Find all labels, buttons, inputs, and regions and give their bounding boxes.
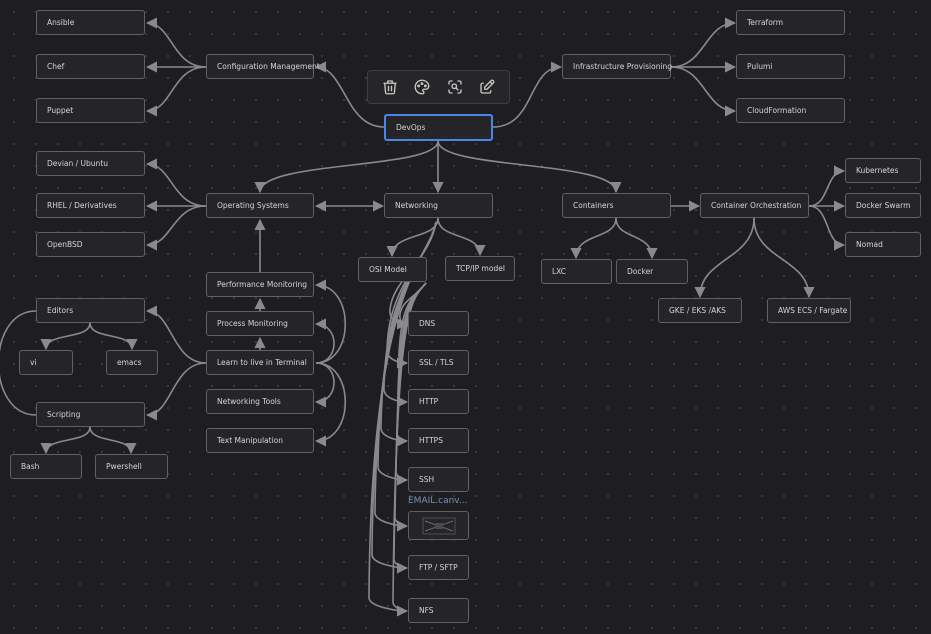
- node-devops[interactable]: DevOps: [384, 114, 493, 141]
- node-process[interactable]: Process Monitoring: [206, 311, 314, 336]
- node-nomad[interactable]: Nomad: [845, 232, 921, 257]
- edge-editors-vi: [40, 322, 91, 351]
- edge-devops-infra: [492, 61, 563, 128]
- node-lxc[interactable]: LXC: [541, 259, 612, 284]
- node-ftp[interactable]: FTP / SFTP: [408, 555, 469, 580]
- edge-scripting-bash: [40, 426, 91, 455]
- edge-networking-tcpip: [437, 217, 486, 257]
- edge-terminal-scripting: [145, 362, 207, 421]
- color-button[interactable]: [411, 76, 433, 98]
- node-puppet[interactable]: Puppet: [36, 98, 145, 123]
- node-terraform[interactable]: Terraform: [736, 10, 845, 35]
- node-nettools[interactable]: Networking Tools: [206, 389, 314, 414]
- node-dns[interactable]: DNS: [408, 311, 469, 336]
- node-ansible[interactable]: Ansible: [36, 10, 145, 35]
- edge-orch-kubernetes: [808, 165, 846, 207]
- node-orchestration[interactable]: Container Orchestration: [700, 193, 809, 218]
- node-bash[interactable]: Bash: [10, 454, 82, 479]
- edit-button[interactable]: [476, 76, 498, 98]
- embed-canvas-label[interactable]: EMAIL.canv...: [408, 496, 468, 506]
- node-cloudformation[interactable]: CloudFormation: [736, 98, 845, 123]
- node-https[interactable]: HTTPS: [408, 428, 469, 453]
- edge-devops-containers: [437, 140, 622, 194]
- node-kubernetes[interactable]: Kubernetes: [845, 158, 921, 183]
- node-ecs[interactable]: AWS ECS / Fargate: [767, 298, 851, 323]
- edit-icon: [480, 79, 495, 94]
- node-terminal[interactable]: Learn to live in Terminal: [206, 350, 314, 375]
- node-embed-canvas[interactable]: [408, 511, 469, 540]
- node-openbsd[interactable]: OpenBSD: [36, 232, 145, 257]
- edge-devops-os: [254, 140, 439, 194]
- edge-config-ansible: [145, 17, 207, 68]
- edge-networking-osi: [386, 217, 439, 258]
- node-pwsh[interactable]: Pwershell: [95, 454, 168, 479]
- edge-orch-nomad: [808, 205, 846, 251]
- node-ssh[interactable]: SSH: [408, 467, 469, 492]
- node-ssl[interactable]: SSL / TLS: [408, 350, 469, 375]
- node-debian[interactable]: Devian / Ubuntu: [36, 151, 145, 176]
- trash-icon: [383, 80, 397, 95]
- edge-infra-terraform: [670, 17, 737, 68]
- node-os[interactable]: Operating Systems: [206, 193, 314, 218]
- edge-os-debian: [145, 158, 207, 207]
- edge-containers-lxc: [570, 217, 617, 260]
- node-emacs[interactable]: emacs: [106, 350, 158, 375]
- zoom-to-fit-button[interactable]: [444, 76, 466, 98]
- edge-orch-gke: [694, 217, 755, 299]
- node-networking[interactable]: Networking: [384, 193, 493, 218]
- node-nfs[interactable]: NFS: [408, 598, 469, 623]
- canvas-preview-icon: [422, 517, 455, 534]
- node-scripting[interactable]: Scripting: [36, 402, 145, 427]
- node-chef[interactable]: Chef: [36, 54, 145, 79]
- edge-devops-config: [314, 61, 385, 128]
- edge-osi-proto-7: [392, 282, 427, 612]
- node-editors[interactable]: Editors: [36, 298, 145, 323]
- node-pulumi[interactable]: Pulumi: [736, 54, 845, 79]
- edge-scripting-pwsh: [89, 426, 137, 455]
- edge-networking-proto-7: [368, 221, 437, 617]
- node-config-mgmt[interactable]: Configuration Management: [206, 54, 320, 79]
- node-http[interactable]: HTTP: [408, 389, 469, 414]
- node-vi[interactable]: vi: [19, 350, 73, 375]
- edge-terminal-process-r: [314, 318, 335, 364]
- edge-editors-emacs: [89, 322, 138, 351]
- edge-containers-docker: [615, 217, 658, 260]
- edge-editors-scripting-loop: [0, 310, 37, 416]
- node-rhel[interactable]: RHEL / Derivatives: [36, 193, 145, 218]
- zoom-scan-icon: [447, 80, 462, 94]
- edge-terminal-textmanip: [314, 362, 346, 447]
- node-containers[interactable]: Containers: [562, 193, 671, 218]
- palette-icon: [414, 79, 430, 95]
- node-tcpip[interactable]: TCP/IP model: [445, 256, 515, 281]
- edge-os-openbsd: [145, 205, 207, 251]
- edge-infra-cloudformation: [670, 66, 737, 117]
- edge-config-puppet: [145, 66, 207, 117]
- edge-terminal-editors: [145, 305, 207, 364]
- node-perf[interactable]: Performance Monitoring: [206, 272, 314, 297]
- node-infra-prov[interactable]: Infrastructure Provisioning: [562, 54, 672, 79]
- node-swarm[interactable]: Docker Swarm: [845, 193, 921, 218]
- node-gke[interactable]: GKE / EKS /AKS: [658, 298, 742, 323]
- node-docker[interactable]: Docker: [616, 259, 688, 284]
- edge-terminal-perf: [314, 279, 346, 364]
- edge-orch-ecs: [753, 217, 815, 299]
- node-toolbar: [367, 70, 510, 104]
- node-osi[interactable]: OSI Model: [358, 257, 427, 282]
- delete-button[interactable]: [379, 76, 401, 98]
- node-textmanip[interactable]: Text Manipulation: [206, 428, 314, 453]
